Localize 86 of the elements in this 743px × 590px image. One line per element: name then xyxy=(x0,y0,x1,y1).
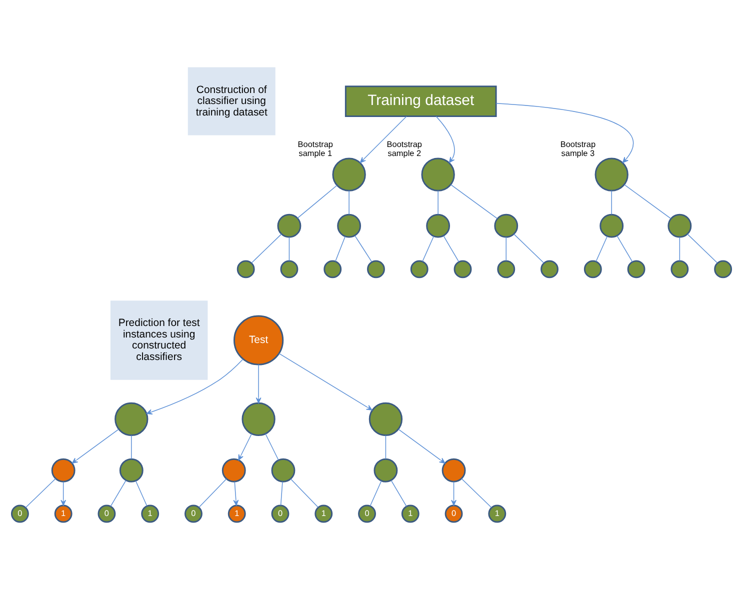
arrow xyxy=(146,358,244,414)
connector xyxy=(297,185,338,219)
connector xyxy=(354,235,372,262)
node-circle xyxy=(368,402,403,436)
connector xyxy=(135,480,148,506)
node-circle: Test xyxy=(234,315,284,366)
arrow xyxy=(360,116,407,163)
node-circle xyxy=(670,260,689,278)
connector xyxy=(679,236,680,262)
node-circle xyxy=(627,260,646,278)
connector xyxy=(616,235,633,262)
connector xyxy=(422,236,434,262)
arrow xyxy=(278,353,372,410)
node-circle: 1 xyxy=(54,504,72,523)
connector xyxy=(390,480,407,507)
node-circle xyxy=(494,214,518,238)
node-circle xyxy=(668,214,692,238)
node-circle: 0 xyxy=(184,504,202,523)
node-label: Bootstrap sample 1 xyxy=(298,140,333,158)
connector xyxy=(370,480,382,506)
connector xyxy=(288,236,290,262)
arrow xyxy=(496,103,634,163)
node-circle xyxy=(367,260,385,278)
node-circle xyxy=(280,260,298,278)
node-circle xyxy=(271,458,296,482)
arrow xyxy=(451,481,456,506)
node-circle: 1 xyxy=(141,504,160,523)
connector xyxy=(450,184,498,219)
node-circle xyxy=(222,458,246,482)
node-label: Bootstrap sample 2 xyxy=(386,140,422,158)
node-circle xyxy=(119,458,144,482)
node-circle: 1 xyxy=(488,504,506,523)
connector xyxy=(624,184,672,219)
node-circle xyxy=(337,214,362,238)
node-circle: 1 xyxy=(314,504,333,523)
arrow xyxy=(238,433,252,460)
connector xyxy=(280,481,283,506)
node-circle: 1 xyxy=(401,504,420,523)
node-circle xyxy=(497,260,516,278)
arrow xyxy=(72,428,119,464)
connector xyxy=(198,478,227,508)
arrow xyxy=(436,116,455,163)
node-circle xyxy=(600,214,624,238)
node-circle xyxy=(324,260,342,278)
connector xyxy=(251,234,282,264)
node-circle xyxy=(584,260,602,278)
connector xyxy=(385,435,386,460)
node-circle xyxy=(374,458,398,482)
node-box: Training dataset xyxy=(344,86,497,117)
node-circle: 0 xyxy=(444,504,463,523)
node-circle xyxy=(236,260,255,278)
arrow xyxy=(233,481,239,506)
node-circle xyxy=(242,402,276,436)
node-circle: 0 xyxy=(10,504,29,523)
node-circle xyxy=(454,260,472,278)
node-circle xyxy=(540,260,558,278)
node-circle xyxy=(714,260,732,278)
node-circle xyxy=(410,260,428,278)
node-box: Prediction for test instances using constructed classifiers xyxy=(110,300,208,380)
arrow xyxy=(60,481,66,506)
node-circle xyxy=(51,458,76,482)
connector xyxy=(443,235,460,262)
connector xyxy=(348,190,350,215)
node-circle: 0 xyxy=(358,504,376,523)
connector xyxy=(611,190,612,215)
node-circle: 0 xyxy=(98,504,116,523)
node-circle xyxy=(114,402,148,436)
connector xyxy=(265,433,279,460)
node-circle xyxy=(277,214,302,238)
connector xyxy=(461,478,492,508)
arrow xyxy=(398,428,446,464)
arrow xyxy=(256,364,262,404)
connector xyxy=(131,435,132,460)
connector xyxy=(25,478,56,508)
node-label: Bootstrap sample 3 xyxy=(560,140,596,158)
connector xyxy=(335,236,346,262)
node-circle: 0 xyxy=(271,504,290,523)
node-box: Construction of classifier using training dataset xyxy=(188,67,276,136)
node-circle: 1 xyxy=(228,504,246,523)
node-circle xyxy=(426,214,450,238)
node-circle xyxy=(442,458,466,482)
connector xyxy=(290,478,318,508)
connector xyxy=(110,480,126,507)
connector xyxy=(687,234,718,264)
connector xyxy=(596,236,608,262)
connector xyxy=(514,234,544,264)
